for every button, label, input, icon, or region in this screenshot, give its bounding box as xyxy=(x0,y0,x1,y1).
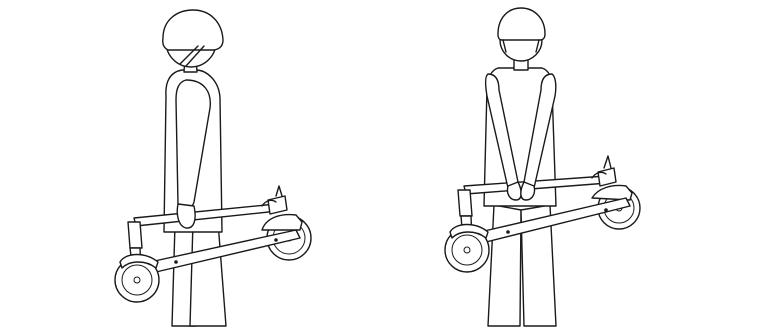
front-view-figure xyxy=(445,8,640,326)
front-deck-screw xyxy=(506,230,510,234)
side-deck-screw xyxy=(274,238,278,242)
side-view-figure xyxy=(115,10,311,326)
front-deck-screw xyxy=(604,208,608,212)
side-front-leg xyxy=(190,222,226,326)
side-scooter-rear-fender xyxy=(262,215,302,230)
front-helmet xyxy=(498,8,545,40)
side-helmet xyxy=(163,10,223,50)
front-right-hand xyxy=(521,182,535,200)
side-hand xyxy=(177,204,195,228)
side-deck-screw xyxy=(174,260,178,264)
front-left-hand xyxy=(507,182,521,200)
